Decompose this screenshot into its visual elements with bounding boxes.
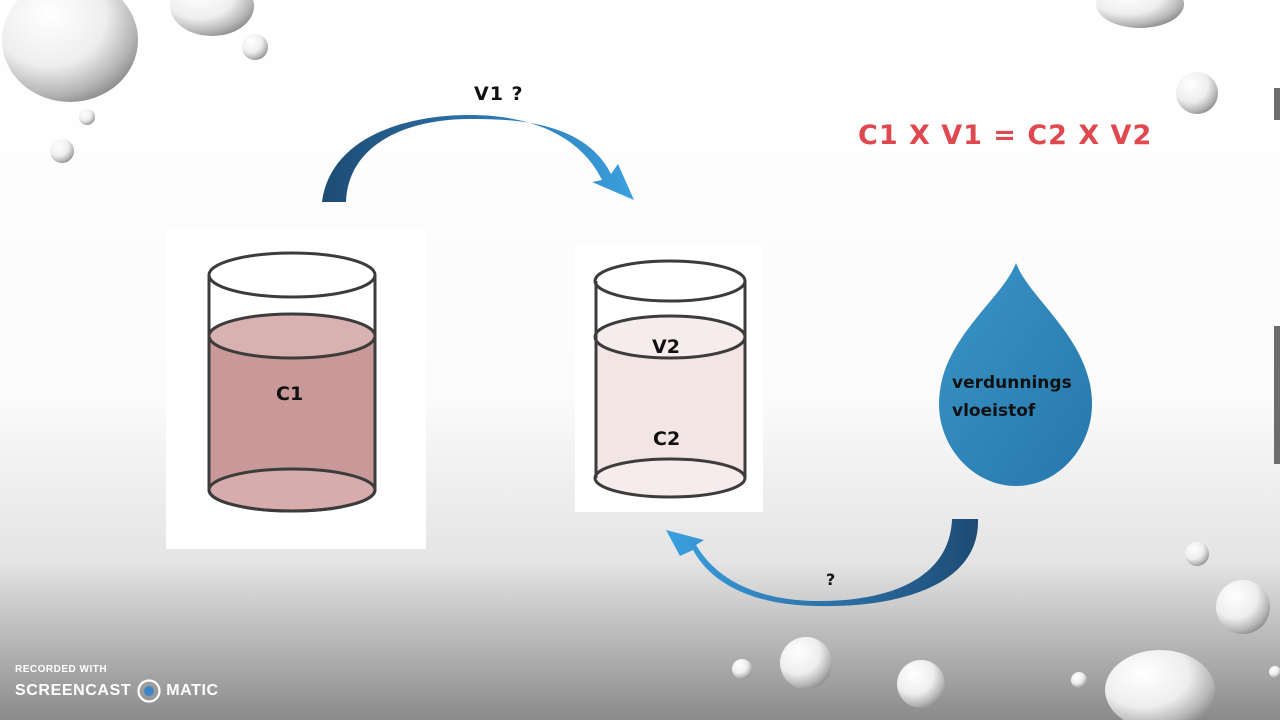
return-question-label: ?	[826, 570, 836, 589]
watermark-brand-row: SCREENCAST MATIC	[15, 679, 219, 703]
screencast-logo-icon	[137, 679, 161, 703]
dilution-formula: C1 X V1 = C2 X V2	[858, 120, 1153, 151]
drop-label-line1: verdunnings	[952, 373, 1072, 393]
drop-label: verdunnings vloeistof	[952, 369, 1072, 425]
water-drop-icon	[939, 263, 1092, 486]
beaker1-concentration-label: C1	[276, 383, 304, 405]
screencast-watermark: RECORDED WITH SCREENCAST MATIC	[15, 664, 219, 703]
transfer-arrow	[322, 115, 634, 202]
drop-label-line2: vloeistof	[952, 401, 1036, 421]
beaker2-volume-label: V2	[652, 336, 680, 358]
watermark-brand-left: SCREENCAST	[15, 682, 132, 699]
edge-strip	[1274, 326, 1280, 464]
beaker2-concentration-label: C2	[653, 428, 681, 450]
transfer-volume-label: V1 ?	[474, 83, 524, 105]
return-arrow	[666, 519, 979, 607]
watermark-brand-right: MATIC	[166, 682, 219, 699]
beaker2-icon	[593, 259, 747, 499]
watermark-recorded-with: RECORDED WITH	[15, 664, 108, 675]
edge-strip	[1274, 88, 1280, 120]
beaker1-icon	[207, 251, 377, 513]
